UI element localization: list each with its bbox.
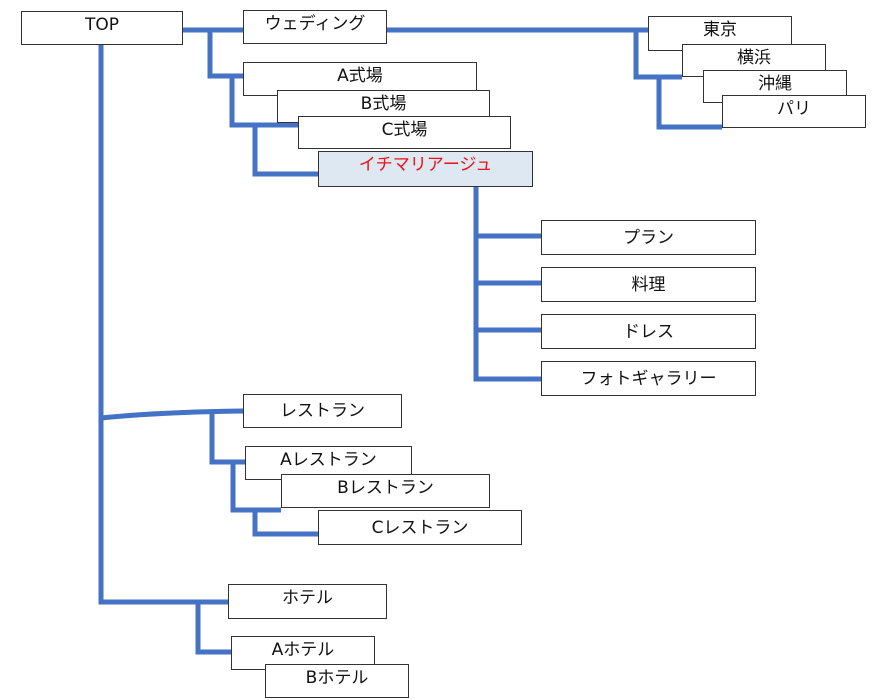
- node-dress[interactable]: ドレス: [541, 314, 756, 349]
- connector-restaurant-b: [252, 510, 318, 537]
- connector-restaurant: [100, 408, 244, 421]
- node-ichimarriage[interactable]: イチマリアージュ: [318, 151, 533, 187]
- connector-cities-trunk-2: [656, 77, 722, 130]
- connector-wedding-trunk: [207, 30, 243, 79]
- node-restaurant-a[interactable]: Aレストラン: [245, 446, 412, 480]
- node-restaurant[interactable]: レストラン: [243, 394, 402, 428]
- node-hotel[interactable]: ホテル: [228, 584, 387, 619]
- node-plan[interactable]: プラン: [541, 220, 756, 255]
- node-hotel-b[interactable]: Bホテル: [265, 664, 409, 698]
- node-cuisine[interactable]: 料理: [541, 267, 756, 302]
- node-restaurant-b[interactable]: Bレストラン: [281, 474, 490, 508]
- connector-hall-b: [252, 125, 318, 177]
- connector-restaurant-a: [230, 462, 281, 513]
- node-top[interactable]: TOP: [21, 11, 183, 45]
- connector-cities-trunk: [633, 30, 682, 80]
- connector-hall-a: [229, 76, 298, 128]
- node-gallery[interactable]: フォトギャラリー: [541, 361, 756, 396]
- node-restaurant-c[interactable]: Cレストラン: [318, 510, 522, 545]
- node-hall-c[interactable]: C式場: [298, 116, 511, 149]
- connector-restaurant-trunk: [209, 411, 245, 465]
- node-wedding[interactable]: ウェディング: [243, 10, 387, 44]
- node-paris[interactable]: パリ: [722, 95, 866, 128]
- connector-ichi-trunk: [473, 187, 541, 382]
- connector-hotel-trunk: [195, 602, 231, 655]
- connector-main-trunk: [98, 44, 228, 605]
